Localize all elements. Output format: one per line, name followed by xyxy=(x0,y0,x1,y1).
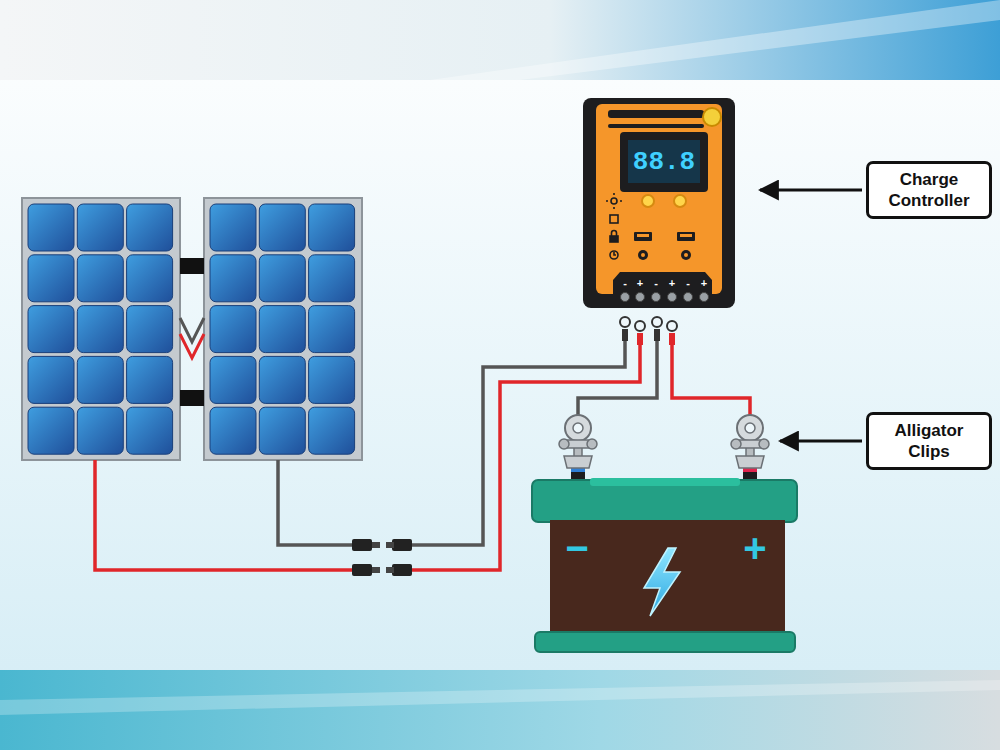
leader-arrow xyxy=(760,189,862,192)
polarity-sign: + xyxy=(743,528,766,568)
terminal-mark: - xyxy=(686,278,690,289)
battery xyxy=(532,466,797,652)
charge-controller xyxy=(583,98,735,308)
polarity-sign: − xyxy=(565,528,588,568)
display-readout: 88.8 xyxy=(633,149,695,175)
solar-panels xyxy=(22,198,362,460)
terminal-mark: - xyxy=(654,278,658,289)
alligator-clip xyxy=(731,415,769,468)
callout-text: Alligator Clips xyxy=(881,420,977,462)
bottom-band xyxy=(0,670,1000,750)
alligator-clip xyxy=(559,415,597,468)
leader-arrow xyxy=(780,440,862,443)
ring-terminals xyxy=(620,317,677,345)
callout-box: Alligator Clips xyxy=(866,412,992,470)
callout-box: Charge Controller xyxy=(866,161,992,219)
terminal-mark: + xyxy=(701,278,707,289)
terminal-mark: + xyxy=(669,278,675,289)
terminal-mark: - xyxy=(623,278,627,289)
callout-text: Charge Controller xyxy=(881,169,977,211)
top-band xyxy=(0,0,1000,80)
terminal-mark: + xyxy=(637,278,643,289)
mc4-connectors xyxy=(352,539,412,576)
